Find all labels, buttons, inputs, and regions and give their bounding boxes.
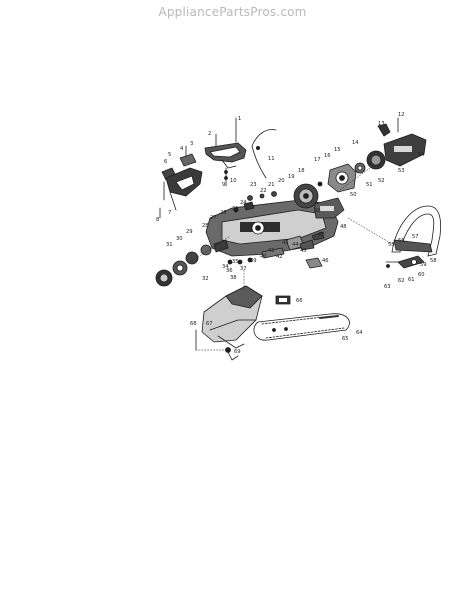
part-callout-36: 36 <box>226 268 233 274</box>
part-callout-69: 69 <box>234 349 241 355</box>
part-callout-5: 5 <box>168 152 171 158</box>
part-callout-2: 2 <box>208 131 211 137</box>
part-callout-49: 49 <box>314 208 321 214</box>
part-callout-29: 29 <box>186 229 193 235</box>
part-callout-26: 26 <box>220 210 227 216</box>
part-callout-18: 18 <box>298 168 305 174</box>
part-callout-15: 15 <box>334 147 341 153</box>
part-callout-19: 19 <box>288 174 295 180</box>
part-callout-68: 68 <box>190 321 197 327</box>
part-callout-21: 21 <box>268 182 275 188</box>
part-callout-23: 23 <box>250 182 257 188</box>
part-callout-39: 39 <box>250 258 257 264</box>
watermark: AppliancePartsPros.com <box>158 5 307 19</box>
part-callout-67: 67 <box>206 321 213 327</box>
small-hardware <box>227 191 325 269</box>
part-callout-65: 65 <box>342 336 349 342</box>
part-callout-35: 35 <box>232 259 239 265</box>
part-callout-16: 16 <box>324 153 331 159</box>
part-callout-45: 45 <box>300 248 307 254</box>
part-callout-31: 31 <box>166 242 173 248</box>
part-callout-3: 3 <box>190 141 193 147</box>
guide-bar-chain <box>253 313 350 341</box>
part-callout-42: 42 <box>276 254 283 260</box>
part-callout-60: 60 <box>418 272 425 278</box>
part-callout-58: 58 <box>430 258 437 264</box>
part-callout-37: 37 <box>240 266 247 272</box>
part-callout-27: 27 <box>210 215 217 221</box>
part-callout-66: 66 <box>296 298 303 304</box>
part-callout-34: 34 <box>222 264 229 270</box>
cord-hook <box>251 129 277 179</box>
bar-cover <box>195 285 263 361</box>
part-callout-32: 32 <box>202 276 209 282</box>
part-callout-8: 8 <box>156 217 159 223</box>
part-callout-48: 48 <box>340 224 347 230</box>
part-callout-22: 22 <box>260 188 267 194</box>
part-callout-9: 9 <box>222 182 225 188</box>
part-callout-62: 62 <box>398 278 405 284</box>
sprocket-clutch-stack <box>155 239 229 287</box>
part-callout-61: 61 <box>408 277 415 283</box>
part-callout-64: 64 <box>356 330 363 336</box>
chain-tensioner <box>275 295 291 305</box>
gear-cover <box>354 117 427 174</box>
part-callout-38: 38 <box>230 275 237 281</box>
part-callout-10: 10 <box>230 178 237 184</box>
handle-bolt-set <box>385 255 425 269</box>
front-handle <box>391 205 442 257</box>
part-callout-25: 25 <box>232 206 239 212</box>
rear-handle <box>165 167 203 211</box>
part-callout-57: 57 <box>412 234 419 240</box>
part-callout-56: 56 <box>398 238 405 244</box>
part-callout-63: 63 <box>384 284 391 290</box>
part-callout-6: 6 <box>164 159 167 165</box>
part-callout-4: 4 <box>180 146 184 152</box>
part-callout-47: 47 <box>318 232 325 238</box>
part-callout-12: 12 <box>398 112 405 118</box>
brush-holder <box>313 197 345 219</box>
part-callout-46: 46 <box>322 258 329 264</box>
part-callout-11: 11 <box>268 156 275 162</box>
part-callout-44: 44 <box>292 242 299 248</box>
callout-layer: 1234567891011121314151617181920212223242… <box>156 112 437 355</box>
part-callout-54: 54 <box>418 152 425 158</box>
motor-end-cap <box>317 163 357 193</box>
fan-impeller <box>293 183 319 209</box>
part-callout-20: 20 <box>278 178 285 184</box>
leader-lines <box>189 167 393 351</box>
part-callout-55: 55 <box>388 242 395 248</box>
part-callout-40: 40 <box>260 254 267 260</box>
top-handle-cover <box>204 117 247 169</box>
part-callout-14: 14 <box>352 140 359 146</box>
part-callout-52: 52 <box>378 178 385 184</box>
part-callout-51: 51 <box>366 182 373 188</box>
part-callout-30: 30 <box>176 236 183 242</box>
part-callout-41: 41 <box>268 248 275 254</box>
part-callout-13: 13 <box>378 121 385 127</box>
part-callout-17: 17 <box>314 157 321 163</box>
part-callout-59: 59 <box>420 262 427 268</box>
part-callout-1: 1 <box>238 116 241 122</box>
part-callout-7: 7 <box>168 210 171 216</box>
part-callout-50: 50 <box>350 192 357 198</box>
part-callout-28: 28 <box>202 223 209 229</box>
part-callout-43: 43 <box>282 240 289 246</box>
part-callout-53: 53 <box>398 168 405 174</box>
part-callout-24: 24 <box>240 200 247 206</box>
screw-set <box>224 167 228 187</box>
